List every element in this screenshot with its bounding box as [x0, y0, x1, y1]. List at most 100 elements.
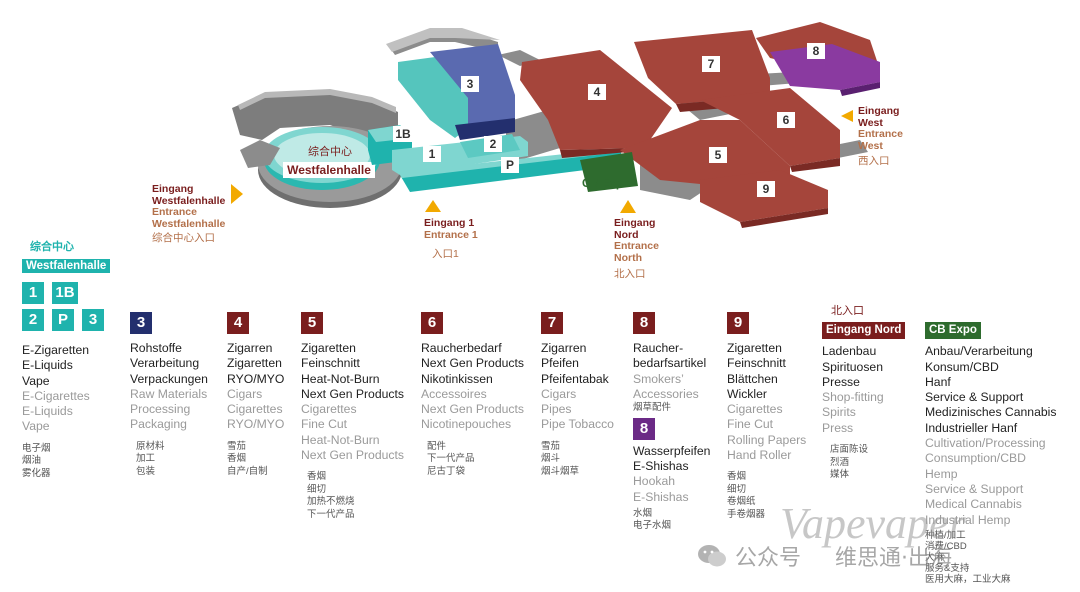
badge-hall-7: 7 — [541, 312, 563, 334]
col8-en2-1: E-Shishas — [633, 489, 689, 504]
cb-de-2: Hanf — [925, 374, 951, 389]
legend-col-nord: Eingang Nord Ladenbau Spirituosen Presse… — [822, 322, 906, 482]
col6-cn-0: 配件 — [427, 440, 447, 452]
entrance-west-en: Entrance West — [858, 128, 903, 152]
cb-expo-hall[interactable] — [580, 152, 638, 192]
col5-de-3: Next Gen Products — [301, 386, 404, 401]
col7-cn-0: 雪茄 — [541, 440, 561, 452]
hall-8[interactable] — [770, 44, 880, 90]
hall-label-1: 1 — [429, 147, 436, 161]
legend-col-1: 1 1B 2 P 3 E-Zigaretten E-Liquids Vape E… — [22, 282, 112, 480]
nord-de-2: Presse — [822, 374, 860, 389]
cb-cn-3: 服务&支持 — [925, 562, 970, 574]
col3-en-2: Packaging — [130, 417, 187, 432]
hall-label-9: 9 — [763, 182, 770, 196]
col6-en-0: Accessoires — [421, 386, 487, 401]
legend-col-cb-expo: CB Expo Anbau/Verarbeitung Konsum/CBD Ha… — [925, 322, 1056, 585]
col1-cn-2: 雾化器 — [22, 467, 51, 479]
col7-de-0: Zigarren — [541, 341, 587, 355]
col8-de2-1: E-Shishas — [633, 458, 689, 473]
cb-cn-1: 消费/CBD — [925, 540, 967, 552]
col5-en-1: Fine Cut — [301, 417, 348, 432]
hall-5[interactable] — [620, 120, 790, 186]
entrance-west[interactable]: Eingang West Entrance West 西入口 — [858, 105, 906, 168]
col9-en-0: Cigarettes — [727, 402, 783, 417]
entrance-1[interactable]: Eingang 1 Entrance 1 入口1 — [424, 217, 478, 261]
entrance-1-en: Entrance 1 — [424, 228, 478, 241]
col1-de-1: E-Liquids — [22, 358, 73, 373]
entrance-arrows — [231, 110, 853, 213]
tag-eingang-nord: Eingang Nord — [822, 322, 906, 340]
col9-de-3: Wickler — [727, 386, 767, 401]
cb-cn-4: 医用大麻，工业大麻 — [925, 573, 1011, 585]
col8-de-1: bedarfsartikel — [633, 356, 707, 371]
col9-cn-0: 香烟 — [727, 471, 747, 483]
hall-label-7: 7 — [708, 57, 715, 71]
col9-en-1: Fine Cut — [727, 417, 774, 432]
nord-cn-2: 媒体 — [830, 469, 850, 481]
col8-de-0: Raucher- — [633, 341, 684, 355]
col7-de-2: Pfeifentabak — [541, 371, 609, 386]
badge-hall-8-purple: 8 — [633, 417, 655, 440]
col5-en-2: Heat-Not-Burn — [301, 432, 380, 447]
col6-en-2: Nicotinepouches — [421, 417, 512, 432]
westfalenhalle-map-label: Westfalenhalle — [287, 163, 371, 177]
hall-label-2: 2 — [490, 137, 497, 151]
entrance-west-de: Eingang West — [858, 105, 900, 129]
col3-en-1: Processing — [130, 402, 191, 417]
badge-hall-1: 1 — [22, 282, 44, 304]
badge-hall-3-teal: 3 — [82, 309, 104, 331]
col1-en-2: Vape — [22, 419, 50, 434]
col1-cn-0: 电子烟 — [22, 442, 51, 454]
legend-nord-cn-title: 北入口 — [831, 305, 864, 317]
col8-cn2-1: 电子水烟 — [633, 520, 672, 532]
nord-de-1: Spirituosen — [822, 359, 883, 374]
hall-label-8: 8 — [813, 44, 820, 58]
col7-en-2: Pipe Tobacco — [541, 417, 614, 432]
col9-de-2: Blättchen — [727, 371, 778, 386]
cb-cn-0: 种植/加工 — [925, 529, 966, 541]
col9-cn-3: 手卷烟器 — [727, 508, 766, 520]
col5-en-0: Cigarettes — [301, 402, 357, 417]
hall-label-4: 4 — [594, 85, 601, 99]
arrow-entrance-north-icon — [620, 200, 636, 213]
legend-col-4: 4 Zigarren Zigaretten RYO/MYO Cigars Cig… — [227, 312, 284, 478]
hall-label-5: 5 — [715, 148, 722, 162]
col4-cn-2: 自产/自制 — [227, 465, 268, 477]
col5-cn-0: 香烟 — [307, 471, 327, 483]
entrance-westfalenhalle[interactable]: Eingang Westfalenhalle Entrance Westfale… — [152, 183, 232, 245]
cb-en-0: Cultivation/Processing — [925, 436, 1046, 451]
badge-hall-5: 5 — [301, 312, 323, 334]
westfalenhalle-cn-label: 综合中心 — [308, 144, 352, 158]
hall-label-1b: 1B — [395, 127, 411, 141]
col7-de-1: Pfeifen — [541, 356, 579, 371]
hall-map: 综合中心 Westfalenhalle CB Expo — [231, 22, 880, 228]
col6-de-2: Nikotinkissen — [421, 371, 493, 386]
col1-de-2: Vape — [22, 373, 50, 388]
col3-cn-0: 原材料 — [136, 440, 165, 452]
col4-en-1: Cigarettes — [227, 402, 283, 417]
badge-hall-4: 4 — [227, 312, 249, 334]
cb-en-1: Consumption/CBD — [925, 451, 1026, 466]
hall-6[interactable] — [700, 88, 840, 166]
entrance-north[interactable]: Eingang Nord Entrance North 北入口 — [614, 217, 660, 281]
col8-cn2-0: 水烟 — [633, 507, 653, 519]
entrance-westfalenhalle-de: Eingang Westfalenhalle — [152, 183, 226, 207]
col3-en-0: Raw Materials — [130, 386, 208, 401]
col1-en-1: E-Liquids — [22, 404, 73, 419]
legend-col-8: 8 Raucher- bedarfsartikel Smokers’ Acces… — [633, 312, 710, 533]
westfalenhalle-building[interactable]: 综合中心 Westfalenhalle — [240, 126, 402, 208]
watermark-wechat: 公众号 维思通·出海 — [697, 540, 952, 572]
col8-en2-0: Hookah — [633, 474, 676, 489]
col4-cn-1: 香烟 — [227, 453, 247, 465]
col9-cn-2: 卷烟纸 — [727, 496, 756, 508]
col8-en-0: Smokers’ — [633, 371, 684, 386]
entrance-north-en: Entrance North — [614, 240, 659, 264]
col3-de-1: Verarbeitung — [130, 356, 200, 371]
hall-label-3: 3 — [467, 77, 474, 91]
col9-de-0: Zigaretten — [727, 341, 782, 355]
cb-en-4: Medical Cannabis — [925, 497, 1022, 512]
col1-cn-1: 烟油 — [22, 455, 42, 467]
col9-cn-1: 细切 — [727, 483, 747, 495]
badge-hall-6: 6 — [421, 312, 443, 334]
